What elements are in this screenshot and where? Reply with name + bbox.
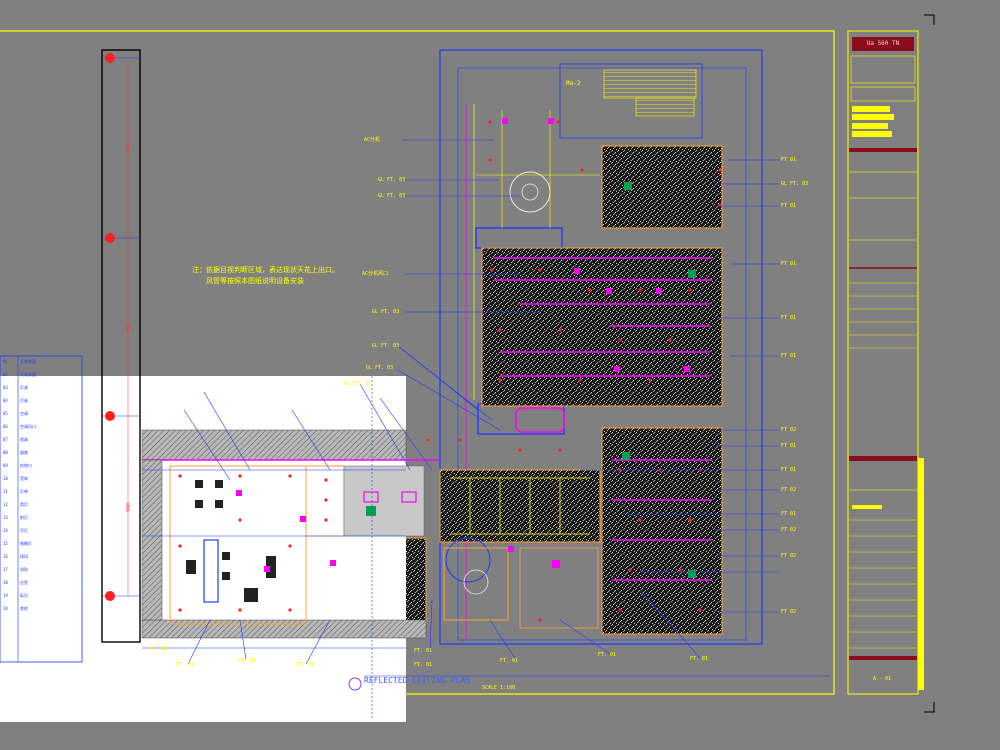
brand-logo: Ua 560 TN — [852, 37, 914, 51]
bottom-leader — [348, 675, 830, 691]
callout-label: FT. 01 — [176, 662, 195, 668]
callout-label: FT. 01 — [500, 658, 519, 664]
callout-label: GL FT. 03 — [781, 181, 809, 187]
callout-label: FT 02 — [781, 487, 797, 493]
drawing-scale: SCALE 1:100 — [482, 685, 516, 691]
callout-label: FT 01 — [781, 443, 797, 449]
callout-label: FT. 01 — [690, 656, 709, 662]
callout-label: FT. 01 — [414, 662, 433, 668]
callout-label: FT 01 — [781, 467, 797, 473]
sheet-number: A - 01 — [873, 676, 892, 682]
dimension-label: 900 — [126, 142, 132, 152]
callout-label: FT 02 — [781, 427, 797, 433]
ceiling-zones — [309, 145, 723, 635]
callout-label: FT 02 — [781, 609, 797, 615]
callout-label: GL FT. 03 — [366, 365, 394, 371]
note-line-1: 注：依据目视判断区域，表达现状天花上出口。 — [192, 266, 339, 274]
overlay-sheet — [0, 355, 440, 722]
title-block — [849, 55, 924, 690]
callout-label: GL FT. 03 — [378, 193, 406, 199]
callout-label: FT. 01 — [150, 646, 169, 652]
dimension-label: 900 — [126, 322, 132, 332]
area-label: Ma-2 — [566, 80, 581, 87]
section-elevation — [101, 49, 141, 643]
callout-label: FT 02 — [781, 527, 797, 533]
drawing-title: REFLECTED CEILING PLAN — [364, 676, 470, 685]
callout-label: FT 01 — [781, 157, 797, 163]
callout-label: FT 02 — [781, 553, 797, 559]
callout-label: GL FT. 03 — [372, 343, 400, 349]
callout-label: FT 01 — [781, 353, 797, 359]
callout-label: FT 01 — [781, 315, 797, 321]
callout-label: GL FT. 03 — [378, 177, 406, 183]
note-line-2: 风管等按照本图纸说明设备安装 — [206, 277, 304, 285]
dimension-label: 900 — [126, 502, 132, 512]
callout-label: FT. 01 — [296, 662, 315, 668]
callout-label: AC分机 — [364, 137, 381, 143]
callout-label: FT. 01 — [414, 648, 433, 654]
ac-fixtures — [502, 118, 690, 568]
callout-label: FT 01 — [781, 203, 797, 209]
callout-label: GL FT. 03 — [344, 381, 372, 387]
callout-label: FT. 01 — [598, 652, 617, 658]
ceiling-note: 注：依据目视判断区域，表达现状天花上出口。 风管等按照本图纸说明设备安装 — [192, 265, 339, 287]
callout-label: FT. 01 — [238, 658, 257, 664]
lobby-zone — [443, 110, 600, 629]
callout-label: GL FT. 03 — [372, 309, 400, 315]
sheet-frame — [0, 14, 935, 713]
callout-label: AC分机风口 — [362, 271, 389, 277]
callout-label: FT 01 — [781, 511, 797, 517]
callout-label: FT 01 — [781, 261, 797, 267]
leader-lines — [183, 139, 780, 665]
